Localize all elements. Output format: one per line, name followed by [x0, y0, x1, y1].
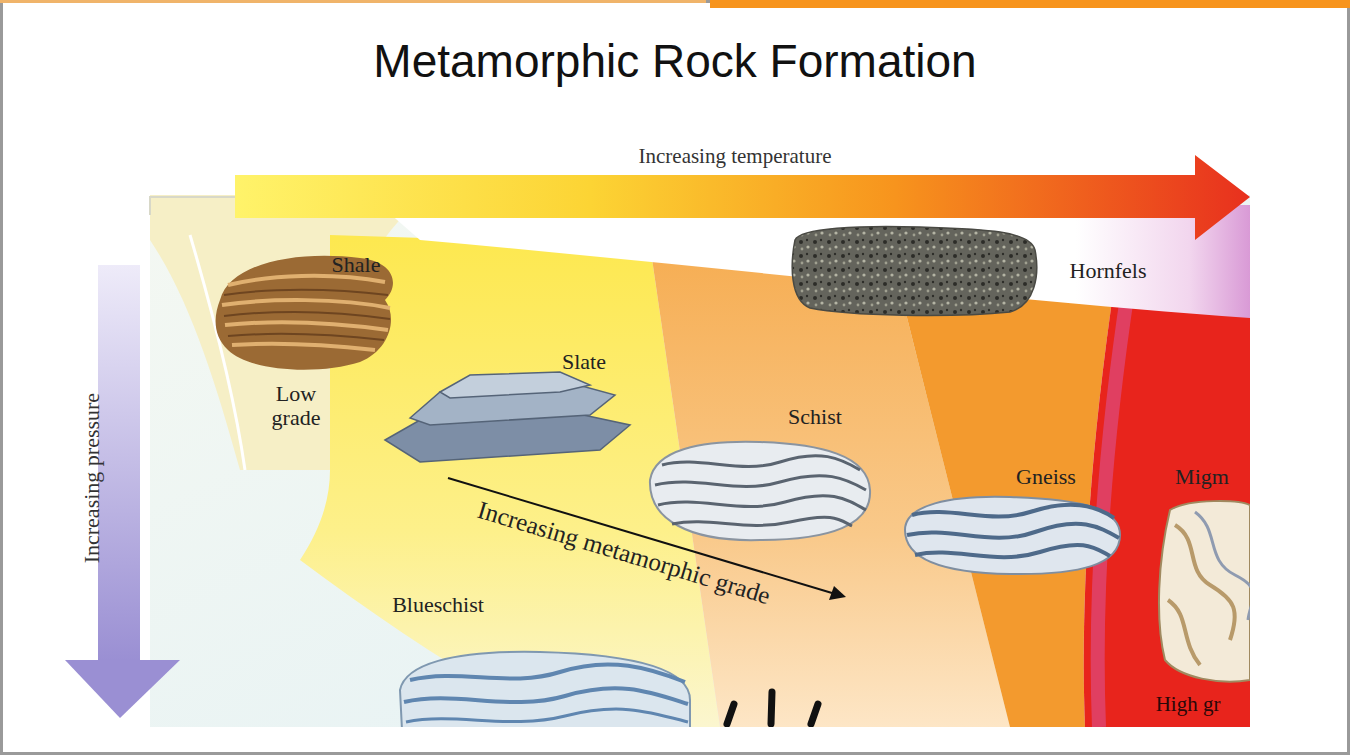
rock-layer: [228, 276, 385, 285]
rock-band: [406, 709, 688, 722]
rock-layer: [662, 456, 860, 470]
schist-rock: [650, 442, 870, 540]
rock-band: [907, 524, 1119, 538]
axis-label: Increasing temperature: [639, 145, 832, 168]
top-line: [0, 0, 706, 3]
grade-label: Low grade: [260, 382, 332, 430]
rock-body: [1159, 501, 1250, 681]
rock-body: [905, 497, 1120, 574]
pressure-arrowhead: [65, 660, 180, 718]
mark: [727, 704, 734, 724]
rock-label: Slate: [562, 350, 606, 374]
rock-layer: [224, 312, 390, 319]
rock-band: [410, 664, 685, 682]
gneiss-rock: [905, 497, 1120, 574]
hornfels-band: [380, 205, 1250, 318]
rocks: [216, 226, 1250, 727]
slide-title: Metamorphic Rock Formation: [0, 34, 1350, 89]
rock-layer: [228, 334, 384, 340]
migmatite-rock: [1159, 501, 1250, 681]
rock-swirl: [1195, 512, 1250, 620]
rock-layer: [232, 344, 375, 350]
corner-line: [150, 197, 235, 215]
rock-layer: [222, 300, 390, 308]
blueschist-rock: [400, 652, 690, 727]
rock-layer: [224, 290, 388, 295]
gneiss-zone: [890, 250, 1115, 727]
axis-label: Increasing pressure: [80, 393, 104, 563]
rock-layer: [655, 476, 866, 490]
marks: [727, 692, 818, 724]
grade-label: High gr: [1156, 693, 1221, 716]
rock-label: Shale: [332, 253, 381, 277]
mark: [811, 704, 818, 724]
rock-label: Gneiss: [1016, 465, 1076, 489]
rock-label: Hornfels: [1070, 259, 1147, 283]
rock-label: Blueschist: [392, 593, 484, 617]
pale-zone: [150, 195, 1250, 727]
rock-plate: [440, 372, 590, 398]
rock-label: Schist: [788, 405, 842, 429]
rock-layer: [672, 517, 852, 526]
zone-stripe: [1098, 290, 1128, 727]
rock-band: [912, 505, 1114, 518]
rock-band: [404, 688, 688, 704]
rock-label: Migm: [1175, 465, 1229, 489]
rock-body: [400, 652, 690, 727]
rock-band: [915, 545, 1110, 557]
rock-swirl: [1168, 600, 1200, 665]
grade-arrowhead: [829, 586, 846, 600]
hornfels-rock: [792, 226, 1037, 315]
rock-layer: [225, 322, 388, 330]
migmatite-zone: [1084, 280, 1250, 727]
pressure-arrow: [98, 265, 140, 661]
grade-arrow: [448, 478, 832, 593]
rock-layer: [658, 496, 866, 510]
slate-rock: [385, 372, 630, 462]
top-bar: [710, 0, 1350, 8]
rock-body: [650, 442, 870, 540]
zones: [150, 195, 1250, 727]
mark: [771, 692, 772, 724]
